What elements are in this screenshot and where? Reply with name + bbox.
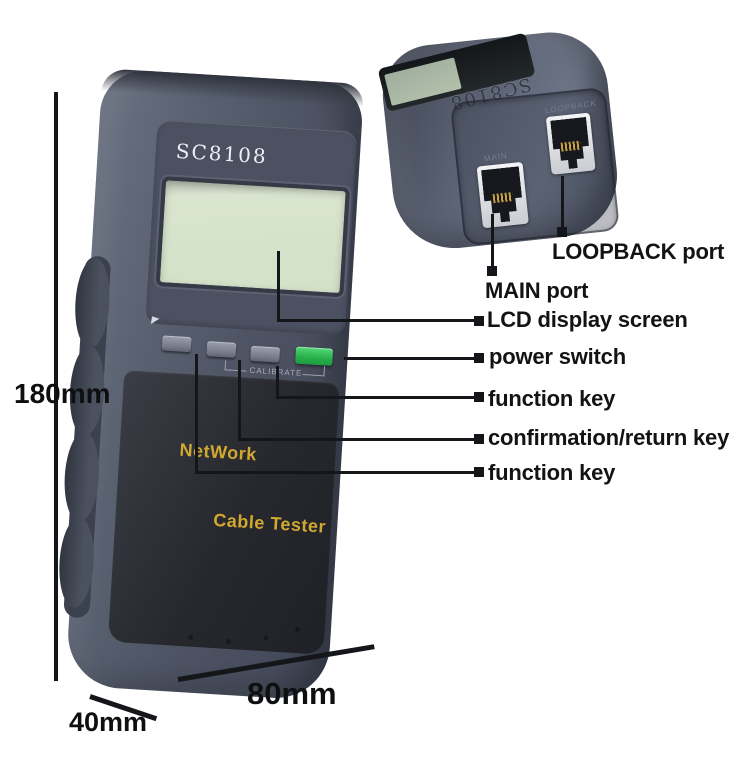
main-port-engraving: MAIN bbox=[483, 150, 509, 164]
display-bezel-panel: SC8108 bbox=[145, 119, 358, 336]
panel-dot bbox=[188, 634, 194, 640]
port-recess-panel: MAIN LOOPBACK bbox=[449, 86, 621, 247]
model-label: SC8108 bbox=[175, 138, 269, 169]
callout-label-power-switch: power switch bbox=[489, 344, 626, 369]
rj45-main-port bbox=[476, 161, 529, 229]
lcd-display-screen bbox=[155, 176, 350, 298]
bezel-pointer-mark bbox=[147, 313, 160, 324]
rj45-loopback-opening bbox=[550, 117, 591, 170]
panel-dot bbox=[294, 627, 301, 633]
callout-line-function-bottom-horizontal bbox=[195, 471, 478, 474]
callout-line-lcd-vertical bbox=[277, 251, 280, 322]
calibrate-bracket-right-line bbox=[302, 373, 325, 377]
rj45-main-pins bbox=[493, 192, 514, 203]
callout-label-lcd: LCD display screen bbox=[487, 307, 688, 332]
callout-line-loopback bbox=[561, 176, 564, 230]
depth-dimension-label: 40mm bbox=[69, 707, 148, 737]
product-label: Cable Tester bbox=[212, 509, 327, 537]
callout-line-function-top-vertical bbox=[276, 366, 279, 399]
callout-label-loopback-port: LOOPBACK port bbox=[552, 239, 725, 264]
callout-bullet-main bbox=[487, 266, 497, 276]
callout-label-function-key-bottom: function key bbox=[488, 460, 616, 485]
callout-label-main-port: MAIN port bbox=[485, 278, 589, 303]
button-function-left bbox=[161, 335, 192, 353]
height-dimension-label: 180mm bbox=[14, 378, 111, 409]
calibrate-bracket-left-line bbox=[224, 369, 247, 372]
panel-dot bbox=[225, 638, 232, 645]
height-dimension-line bbox=[54, 92, 58, 681]
rj45-main-opening bbox=[481, 166, 524, 224]
cable-tester-top-view: SC8108 MAIN LOOPBACK bbox=[377, 26, 624, 255]
callout-line-power bbox=[344, 357, 478, 360]
width-dimension-label: 80mm bbox=[247, 676, 337, 711]
callout-label-confirm-return-key: confirmation/return key bbox=[488, 425, 730, 450]
callout-line-lcd-horizontal bbox=[277, 319, 478, 322]
brand-label: NetWork bbox=[179, 439, 258, 465]
callout-bullet-lcd bbox=[474, 316, 484, 326]
callout-bullet-function-top bbox=[474, 392, 484, 402]
callout-line-main bbox=[491, 214, 494, 270]
calibrate-bracket-right-tick bbox=[323, 366, 326, 377]
panel-dot bbox=[263, 635, 269, 641]
front-dark-panel: NetWork Cable Tester bbox=[107, 370, 340, 655]
callout-bullet-function-bottom bbox=[474, 467, 484, 477]
callout-bullet-confirm bbox=[474, 434, 484, 444]
callout-line-function-top-horizontal bbox=[276, 396, 477, 399]
rj45-loopback-port bbox=[545, 112, 596, 175]
device-top-edge-shading bbox=[101, 68, 365, 109]
power-switch bbox=[295, 346, 334, 366]
callout-line-confirm-vertical bbox=[238, 360, 241, 440]
callout-bullet-power bbox=[474, 353, 484, 363]
button-confirm-return bbox=[206, 341, 237, 358]
rj45-loopback-pins bbox=[561, 141, 582, 152]
loopback-port-engraving: LOOPBACK bbox=[544, 98, 598, 116]
button-function-right bbox=[250, 345, 281, 363]
callout-bullet-loopback bbox=[557, 227, 567, 237]
callout-label-function-key-top: function key bbox=[488, 386, 616, 411]
callout-line-confirm-horizontal bbox=[238, 438, 478, 441]
callout-line-function-bottom-vertical bbox=[195, 354, 198, 473]
